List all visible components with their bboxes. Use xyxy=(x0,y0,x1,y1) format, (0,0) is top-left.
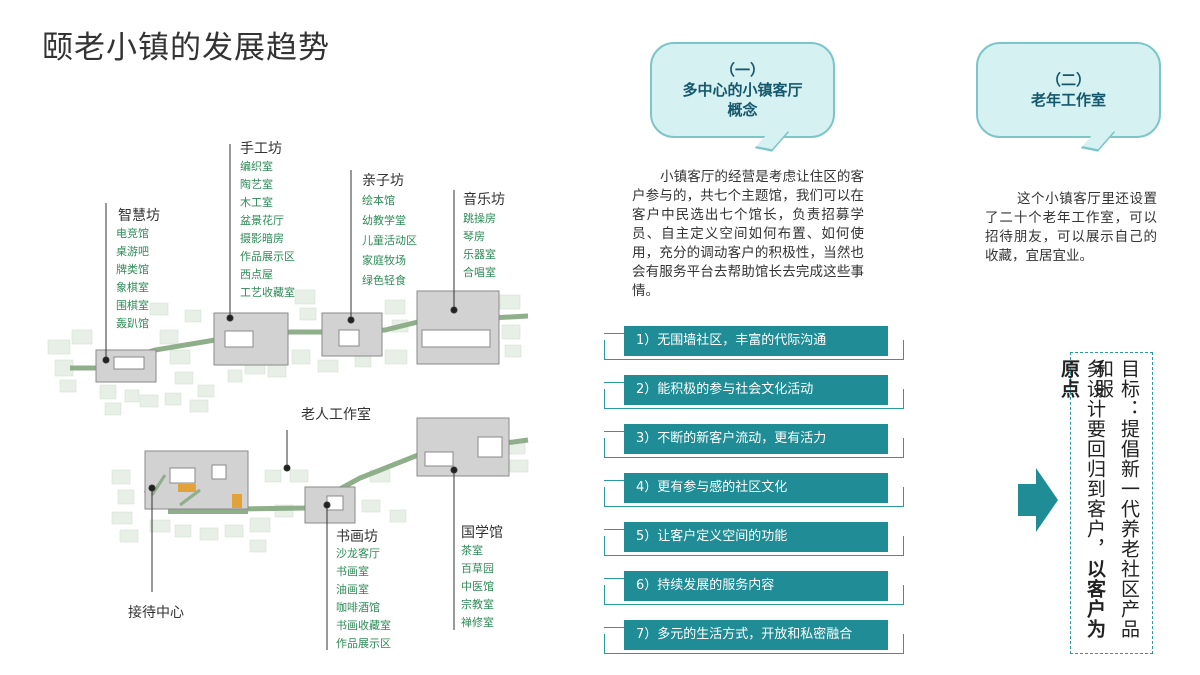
tab-number: （二） xyxy=(1045,71,1091,89)
feature-label: 2）能积极的参与社会文化活动 xyxy=(624,375,888,405)
room-label: 轰趴馆 xyxy=(116,317,149,330)
zone-rooms-craft: 编织室 陶艺室 木工室 盆景花厅 摄影暗房 作品展示区 西点屋 工艺收藏室 xyxy=(240,158,295,302)
room-label: 百草园 xyxy=(461,562,494,575)
room-label: 象棋室 xyxy=(116,281,149,294)
zone-label-craft: 手工坊 xyxy=(240,141,282,157)
site-plan-drawing xyxy=(47,144,529,650)
room-label: 木工室 xyxy=(240,196,273,209)
reception-label: 接待中心 xyxy=(128,605,184,621)
room-label: 摄影暗房 xyxy=(240,232,284,245)
feature-label: 3）不断的新客户流动，更有活力 xyxy=(624,424,888,454)
room-label: 咖啡酒馆 xyxy=(336,601,380,614)
room-label: 茶室 xyxy=(461,544,483,557)
room-label: 幼教学堂 xyxy=(362,214,406,227)
zone-rooms-smart: 电竞馆 桌游吧 牌类馆 象棋室 围棋室 轰趴馆 xyxy=(116,225,149,333)
tab-title: 多中心的小镇客厅 xyxy=(682,81,803,99)
feature-label: 7）多元的生活方式，开放和私密融合 xyxy=(624,620,888,650)
zone-label-painting: 书画坊 xyxy=(336,529,378,545)
town-lounge-description: 小镇客厅的经营是考虑让住区的客户参与的，共七个主题馆，我们可以在客户中民选出七个… xyxy=(632,169,864,299)
room-label: 书画收藏室 xyxy=(336,619,391,632)
concept-tab-2: （二） 老年工作室 xyxy=(976,42,1161,138)
elder-studio-label: 老人工作室 xyxy=(301,407,371,423)
room-label: 琴房 xyxy=(463,230,485,243)
room-label: 油画室 xyxy=(336,583,369,596)
goal-text-col2: 务设计要回归到客户，以客户为原点 xyxy=(1056,359,1108,653)
room-label: 盆景花厅 xyxy=(240,214,284,227)
room-label: 宗教室 xyxy=(461,598,494,611)
arrow-right-icon xyxy=(1018,468,1058,532)
tab-title-line2: 概念 xyxy=(727,101,758,119)
zone-label-music: 音乐坊 xyxy=(463,192,505,208)
room-label: 作品展示区 xyxy=(240,250,295,263)
tab-number: （一） xyxy=(719,61,765,79)
room-label: 陶艺室 xyxy=(240,178,273,191)
feature-label: 5）让客户定义空间的功能 xyxy=(624,522,888,552)
feature-item: 4）更有参与感的社区文化 xyxy=(603,473,904,507)
feature-item: 3）不断的新客户流动，更有活力 xyxy=(603,424,904,458)
room-label: 家庭牧场 xyxy=(362,254,406,267)
site-plan-diagram: 智慧坊 电竞馆 桌游吧 牌类馆 象棋室 围棋室 轰趴馆 手工坊 编织室 陶艺室 … xyxy=(0,0,560,675)
room-label: 儿童活动区 xyxy=(362,234,417,247)
zone-rooms-sinology: 茶室 百草园 中医馆 宗教室 禅修室 xyxy=(461,542,494,632)
page-title: 颐老小镇的发展趋势 xyxy=(42,30,330,66)
zone-rooms-family: 绘本馆 幼教学堂 儿童活动区 家庭牧场 绿色轻食 xyxy=(362,192,417,290)
room-label: 桌游吧 xyxy=(116,245,149,258)
feature-item: 1）无围墙社区，丰富的代际沟通 xyxy=(603,326,904,360)
zone-rooms-music: 跳操房 琴房 乐器室 合唱室 xyxy=(463,210,496,282)
feature-item: 2）能积极的参与社会文化活动 xyxy=(603,375,904,409)
room-label: 牌类馆 xyxy=(116,263,149,276)
room-label: 合唱室 xyxy=(463,266,496,279)
elder-studio-description: 这个小镇客厅里还设置了二十个老年工作室，可以招待朋友，可以展示自己的收藏，宜居宜… xyxy=(985,191,1157,264)
concept-tab-1: （一） 多中心的小镇客厅 概念 xyxy=(650,42,835,138)
room-label: 工艺收藏室 xyxy=(240,286,295,299)
room-label: 禅修室 xyxy=(461,616,494,629)
room-label: 中医馆 xyxy=(461,580,494,593)
feature-label: 6）持续发展的服务内容 xyxy=(624,571,888,601)
room-label: 编织室 xyxy=(240,160,273,173)
room-label: 电竞馆 xyxy=(116,227,149,240)
room-label: 绘本馆 xyxy=(362,194,395,207)
zone-label-smart: 智慧坊 xyxy=(118,208,160,224)
goal-text-normal: 务设计要回归到客户， xyxy=(1084,359,1106,559)
feature-label: 4）更有参与感的社区文化 xyxy=(624,473,888,503)
goal-box: 目标：提倡新一代养老社区产品和服 务设计要回归到客户，以客户为原点 xyxy=(1058,352,1153,654)
room-label: 沙龙客厅 xyxy=(336,547,380,560)
room-label: 乐器室 xyxy=(463,248,496,261)
room-label: 围棋室 xyxy=(116,299,149,312)
feature-item: 7）多元的生活方式，开放和私密融合 xyxy=(603,620,904,654)
goal-text-bold: 以客户为原点 xyxy=(1058,359,1106,639)
room-label: 跳操房 xyxy=(463,212,496,225)
room-label: 绿色轻食 xyxy=(362,274,406,287)
room-label: 书画室 xyxy=(336,565,369,578)
zone-label-family: 亲子坊 xyxy=(362,173,404,189)
zone-rooms-painting: 沙龙客厅 书画室 油画室 咖啡酒馆 书画收藏室 作品展示区 xyxy=(336,545,391,653)
feature-label: 1）无围墙社区，丰富的代际沟通 xyxy=(624,326,888,356)
goal-text-col1: 目标：提倡新一代养老社区产品和服 xyxy=(1092,359,1140,639)
zone-label-sinology: 国学馆 xyxy=(461,525,503,541)
feature-item: 5）让客户定义空间的功能 xyxy=(603,522,904,556)
tab-title: 老年工作室 xyxy=(1030,91,1106,109)
room-label: 西点屋 xyxy=(240,268,273,281)
feature-item: 6）持续发展的服务内容 xyxy=(603,571,904,605)
room-label: 作品展示区 xyxy=(336,637,391,650)
